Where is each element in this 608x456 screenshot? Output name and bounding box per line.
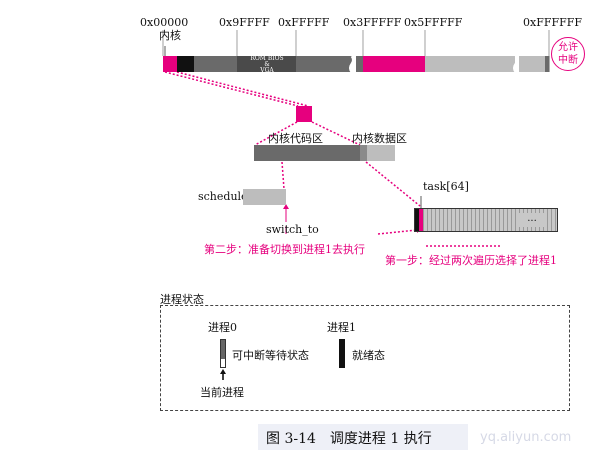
kernel-boundary xyxy=(360,145,367,161)
address-0x9ffff: 0x9FFFF xyxy=(219,16,270,29)
task-0-slot xyxy=(415,209,419,231)
process-state-box xyxy=(160,305,570,411)
interrupt-enabled-badge: 允许 中断 xyxy=(551,37,585,71)
kernel-data-region xyxy=(367,145,395,161)
switch-to-label: switch_to xyxy=(266,223,319,236)
memory-rom-region xyxy=(237,56,296,72)
memory-ext-region xyxy=(296,56,352,72)
watermark-text: yq.aliyun.com xyxy=(480,430,572,445)
memory-end-marker xyxy=(545,56,549,72)
memory-black-region xyxy=(177,56,194,72)
figure-caption: 图 3-14 调度进程 1 执行 xyxy=(266,431,432,447)
process1-state-text: 就绪态 xyxy=(352,349,385,362)
current-process-label: 当前进程 xyxy=(200,386,244,399)
rom-bios-label: ROM BIOS & VGA xyxy=(241,56,293,74)
memory-ext-region-2 xyxy=(356,56,363,72)
address-0x5fffff: 0x5FFFFF xyxy=(404,16,463,29)
process0-label: 进程0 xyxy=(208,321,237,334)
task-ellipsis: ... xyxy=(519,213,545,227)
kernel-data-label: 内核数据区 xyxy=(352,132,407,145)
caption-background xyxy=(258,424,468,450)
address-0xfffff: 0xFFFFF xyxy=(278,16,330,29)
schedule-block xyxy=(243,189,286,205)
step1-text: 第一步：经过两次遍历选择了进程1 xyxy=(385,254,557,267)
kernel-code-label: 内核代码区 xyxy=(268,132,323,145)
process-state-title: 进程状态 xyxy=(160,293,204,306)
task-array: ... xyxy=(414,208,558,232)
memory-main-region-2 xyxy=(519,56,549,72)
process1-label: 进程1 xyxy=(327,321,356,334)
kernel-code-region xyxy=(254,145,360,161)
memory-main-region xyxy=(425,56,515,72)
interrupt-label-line1: 允许 xyxy=(558,42,578,53)
memory-low-region xyxy=(194,56,237,72)
process1-bar xyxy=(339,339,345,368)
process0-bar xyxy=(220,339,226,368)
rom-label-line3: VGA xyxy=(260,67,274,74)
rom-label-line2: & xyxy=(264,61,270,68)
interrupt-label-line2: 中断 xyxy=(558,55,578,66)
kernel-label: 内核 xyxy=(159,29,181,42)
step2-text: 第二步：准备切换到进程1去执行 xyxy=(204,243,365,256)
task-1-slot xyxy=(419,209,423,231)
memory-ramdisk-region xyxy=(363,56,425,72)
task-array-label: task[64] xyxy=(423,180,469,193)
memory-kernel-region xyxy=(163,56,177,72)
kernel-zoom-square xyxy=(296,106,312,122)
schedule-label: schedule xyxy=(198,190,248,203)
address-0xffffff: 0xFFFFFF xyxy=(523,16,582,29)
process0-state-text: 可中断等待状态 xyxy=(232,349,309,362)
address-0x00000: 0x00000 xyxy=(140,16,189,29)
address-0x3fffff: 0x3FFFFF xyxy=(343,16,402,29)
rom-label-line1: ROM BIOS xyxy=(250,55,284,62)
